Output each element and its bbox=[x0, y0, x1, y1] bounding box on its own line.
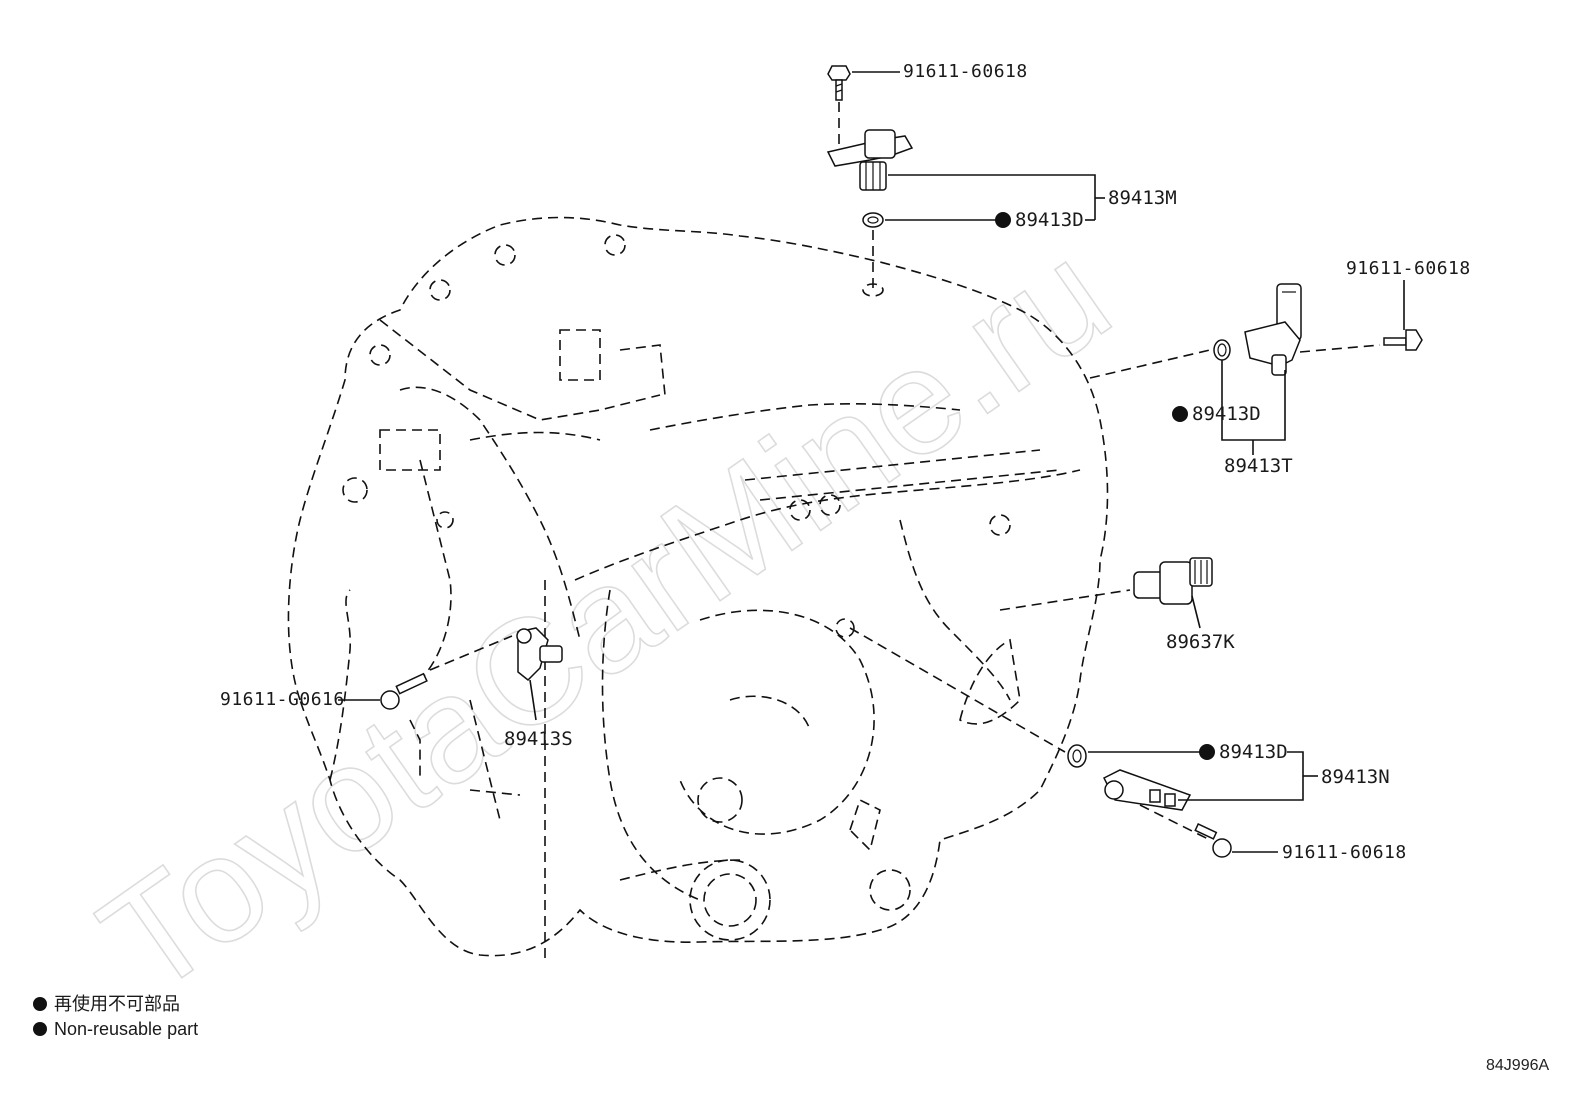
sensor-left-icon bbox=[516, 627, 563, 682]
label-switch-right: 89637K bbox=[1166, 631, 1235, 653]
label-bolt-left: 91611-G0616 bbox=[220, 689, 345, 710]
switch-right-icon bbox=[1133, 557, 1213, 605]
sensor-right-icon bbox=[1244, 283, 1302, 376]
axis-switch bbox=[999, 589, 1131, 611]
leader-sensor-left bbox=[529, 679, 537, 721]
axis-right-bolt bbox=[1299, 344, 1381, 353]
nonreusable-dot-bottom bbox=[1199, 744, 1215, 760]
legend-dot-en bbox=[33, 1022, 47, 1036]
legend-dot-jp bbox=[33, 997, 47, 1011]
nonreusable-dot-top bbox=[995, 212, 1011, 228]
transaxle-housing bbox=[287, 216, 1109, 960]
bolt-top-icon bbox=[827, 65, 851, 101]
label-oring-top: 89413D bbox=[1015, 209, 1084, 231]
leader-sensor-top bbox=[888, 174, 1096, 220]
label-sensor-right: 89413T bbox=[1224, 455, 1293, 477]
legend: 再使用不可部品 Non-reusable part bbox=[33, 994, 198, 1039]
sensor-bottom-icon bbox=[1102, 769, 1192, 811]
label-bolt-right: 91611-60618 bbox=[1346, 258, 1471, 279]
nonreusable-dot-right bbox=[1172, 406, 1188, 422]
sensor-top-icon bbox=[826, 129, 914, 191]
axis-bottom-bolt bbox=[1139, 804, 1211, 841]
oring-top-icon bbox=[862, 212, 884, 228]
label-bolt-top: 91611-60618 bbox=[903, 61, 1028, 82]
label-sensor-top: 89413M bbox=[1108, 187, 1177, 209]
diagram-code: 84J996A bbox=[1486, 1057, 1549, 1074]
oring-right-icon bbox=[1213, 339, 1231, 361]
oring-bottom-icon bbox=[1067, 744, 1087, 768]
legend-japanese: 再使用不可部品 bbox=[54, 994, 180, 1014]
label-sensor-left: 89413S bbox=[504, 728, 573, 750]
label-bolt-bottom: 91611-60618 bbox=[1282, 842, 1407, 863]
svg-text:ToyotaCarMine.ru: ToyotaCarMine.ru bbox=[72, 210, 1138, 1027]
bolt-bottom-icon bbox=[1194, 823, 1232, 858]
leader-switch bbox=[1191, 595, 1201, 629]
axis-right-sensor bbox=[1089, 349, 1211, 379]
label-oring-bottom: 89413D bbox=[1219, 741, 1288, 763]
watermark: ToyotaCarMine.ru bbox=[71, 209, 1139, 1027]
bolt-right-icon bbox=[1383, 329, 1423, 351]
bolt-left-icon bbox=[380, 672, 428, 710]
legend-english: Non-reusable part bbox=[54, 1019, 198, 1039]
axis-left-bolt bbox=[429, 635, 513, 671]
label-sensor-bottom: 89413N bbox=[1321, 766, 1390, 788]
axis-bottom-sensor bbox=[849, 627, 1066, 753]
label-oring-right: 89413D bbox=[1192, 403, 1261, 425]
